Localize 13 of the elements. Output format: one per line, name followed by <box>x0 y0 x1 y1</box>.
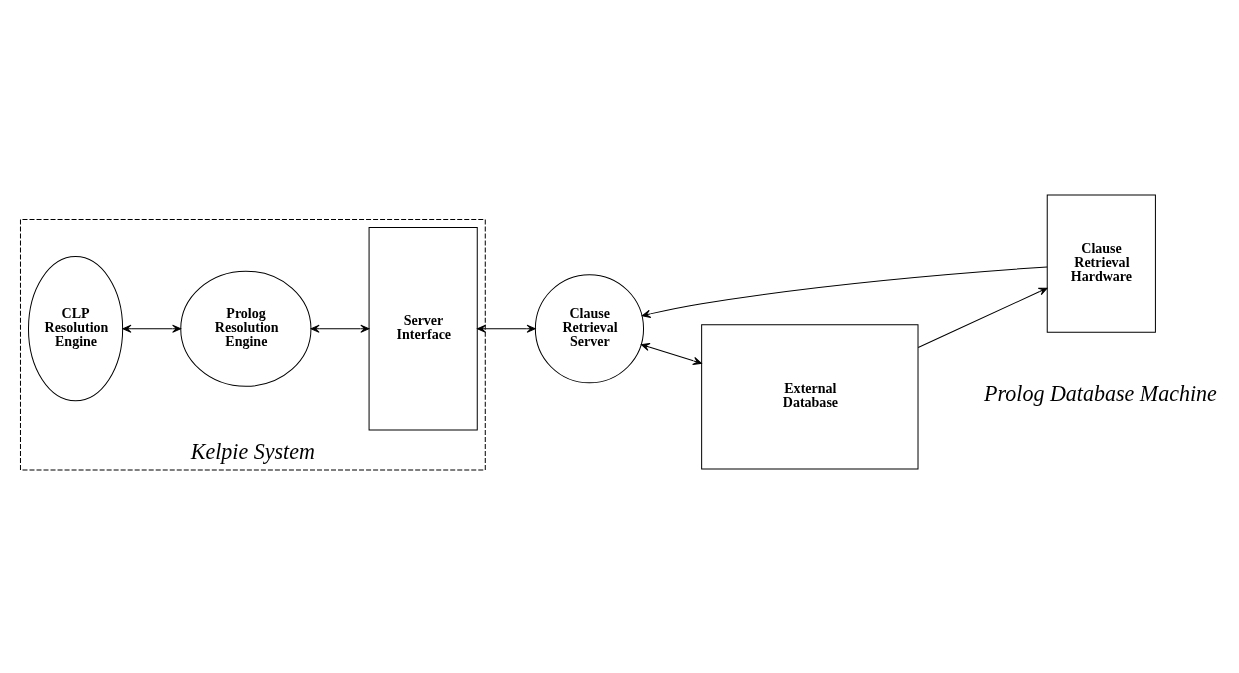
node-circle: Clause Retrieval Server <box>534 274 645 384</box>
arrow <box>477 324 536 333</box>
arrow <box>640 343 702 365</box>
node-ellipse: Prolog Resolution Engine <box>180 270 312 387</box>
node-box: External Database <box>701 324 919 470</box>
node-box: Server Interface <box>368 227 478 431</box>
label: Prolog Database Machine <box>984 381 1217 407</box>
arrow <box>122 324 182 333</box>
node-box: Clause Retrieval Hardware <box>1046 194 1156 333</box>
node-ellipse: CLP Resolution Engine <box>28 256 124 402</box>
arrow <box>310 324 370 333</box>
arrow <box>641 266 1048 318</box>
arrow <box>917 287 1048 348</box>
